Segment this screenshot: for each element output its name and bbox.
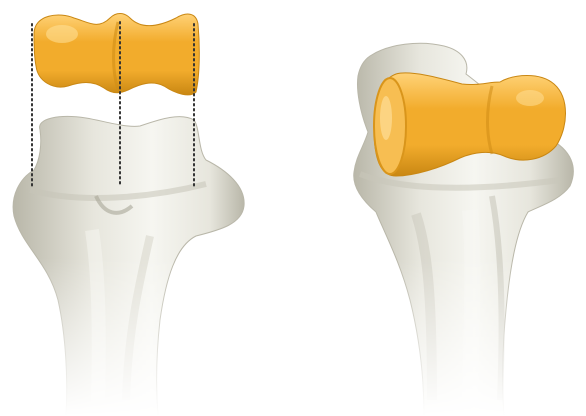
left-implant <box>34 14 199 95</box>
left-bone <box>13 117 244 416</box>
